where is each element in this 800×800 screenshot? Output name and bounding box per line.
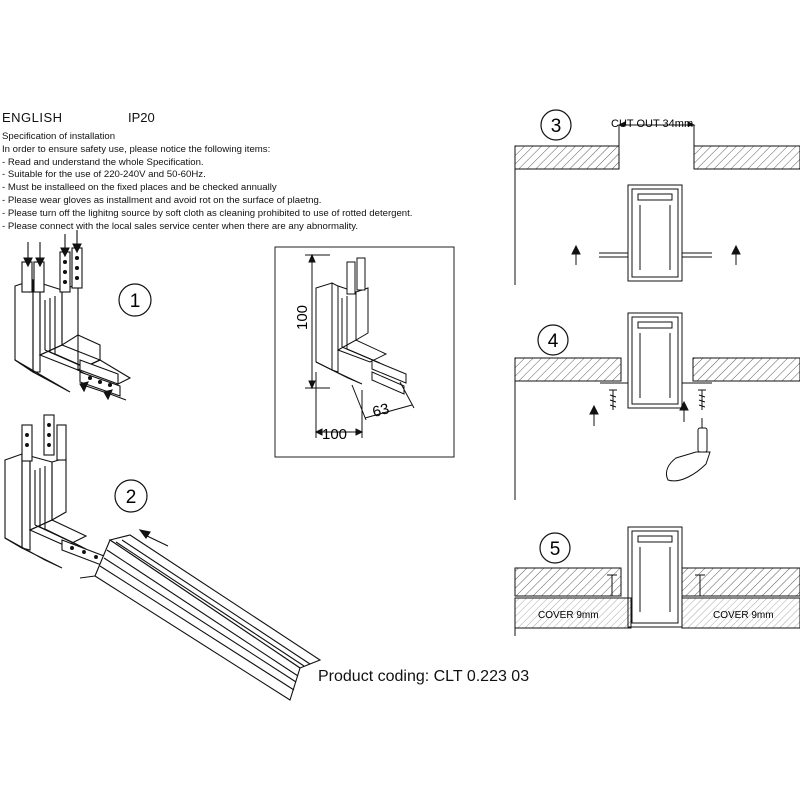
step3-ceiling-section: [514, 121, 800, 285]
spec-item: - Please turn off the lighitng source by…: [2, 207, 413, 219]
dimension-height: 100: [294, 305, 311, 330]
cover-label-right: COVER 9mm: [713, 610, 774, 621]
step2-join-illustration: [4, 414, 322, 701]
cutout-label: CUT OUT 34mm: [611, 118, 693, 130]
step3-circle: [540, 109, 572, 141]
spec-item: - Read and understand the whole Specific…: [2, 156, 204, 168]
language-label: ENGLISH: [2, 110, 63, 125]
step5-profile: [607, 526, 705, 628]
step4-ceiling-section: [514, 357, 800, 500]
ip-rating: IP20: [128, 110, 155, 125]
spec-item: - Suitable for the use of 220-240V and 5…: [2, 169, 206, 181]
step3-number: 3: [551, 116, 562, 137]
dimension-width: 100: [322, 426, 347, 443]
dimension-diagonal: 63: [371, 400, 392, 421]
spec-title: Specification of installation: [2, 131, 116, 142]
step5-number: 5: [550, 539, 561, 560]
step2-circle: [114, 479, 148, 513]
spec-item: - Must be installeed on the fixed places…: [2, 182, 277, 194]
step4-number: 4: [548, 331, 559, 352]
cover-label-left: COVER 9mm: [538, 610, 599, 621]
step2-number: 2: [126, 487, 137, 508]
spec-item: - Please connect with the local sales se…: [2, 220, 359, 232]
step5-circle: [539, 532, 571, 564]
spec-item: - Please wear gloves as installment and …: [2, 194, 322, 206]
step1-corner-illustration: [14, 230, 132, 401]
step4-circle: [537, 324, 569, 356]
specification-block: Specification of installation In order t…: [2, 131, 472, 233]
product-coding: Product coding: CLT 0.223 03: [318, 668, 530, 685]
step3-profile: [571, 184, 741, 282]
dimension-drawing: [274, 246, 455, 458]
spec-intro: In order to ensure safety use, please no…: [2, 143, 271, 155]
step5-ceiling-section: [514, 567, 800, 636]
step1-circle: [118, 283, 152, 317]
step4-profile: [589, 312, 712, 482]
step1-number: 1: [130, 291, 141, 312]
